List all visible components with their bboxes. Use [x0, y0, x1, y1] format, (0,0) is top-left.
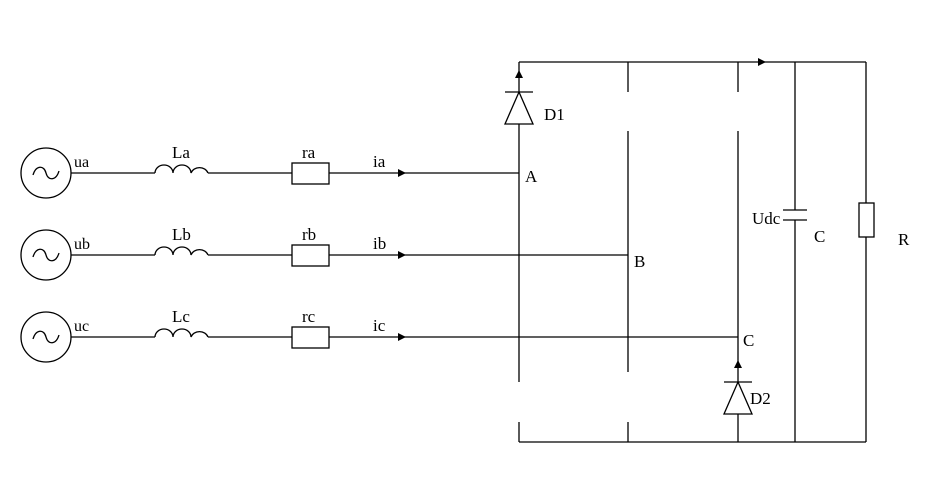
arrow-up-icon	[515, 70, 523, 78]
current-label-ia: ia	[373, 152, 386, 171]
node-label-a: A	[525, 167, 538, 186]
load-resistor-r	[858, 62, 875, 442]
inductor-label-la: La	[172, 143, 190, 162]
current-label-ib: ib	[373, 234, 386, 253]
inductor-label-lb: Lb	[172, 225, 191, 244]
inductor-la	[154, 164, 209, 174]
resistor-rc	[291, 326, 330, 349]
ac-source-c	[20, 311, 72, 363]
resistor-label-ra: ra	[302, 143, 316, 162]
diode-d2	[723, 360, 753, 415]
phase-c: uc Lc rc ic C	[20, 307, 754, 363]
resistor-rb	[291, 244, 330, 267]
inductor-lb	[154, 246, 209, 256]
dc-positive-bus	[519, 58, 866, 66]
resistor-label-rb: rb	[302, 225, 316, 244]
arrow-right-icon	[758, 58, 766, 66]
current-arrow-ia	[398, 169, 406, 177]
phase-a: ua La ra ia A	[20, 143, 538, 199]
ac-source-a	[20, 147, 72, 199]
resistor-label-rc: rc	[302, 307, 316, 326]
current-arrow-ic	[398, 333, 406, 341]
source-label-ua: ua	[74, 154, 89, 171]
dc-voltage-label: Udc	[752, 209, 781, 228]
inductor-label-lc: Lc	[172, 307, 190, 326]
capacitor-c	[783, 62, 807, 442]
node-label-b: B	[634, 252, 645, 271]
source-label-uc: uc	[74, 318, 89, 335]
capacitor-label: C	[814, 227, 825, 246]
diode-d1	[504, 70, 534, 125]
load-label: R	[898, 230, 910, 249]
node-label-c: C	[743, 331, 754, 350]
arrow-up-icon	[734, 360, 742, 368]
resistor-ra	[291, 162, 330, 185]
source-label-ub: ub	[74, 236, 90, 253]
diode-label-d1: D1	[544, 105, 565, 124]
current-arrow-ib	[398, 251, 406, 259]
diode-label-d2: D2	[750, 389, 771, 408]
current-label-ic: ic	[373, 316, 386, 335]
inductor-lc	[154, 328, 209, 338]
phase-b: ub Lb rb ib B	[20, 225, 645, 281]
ac-source-b	[20, 229, 72, 281]
